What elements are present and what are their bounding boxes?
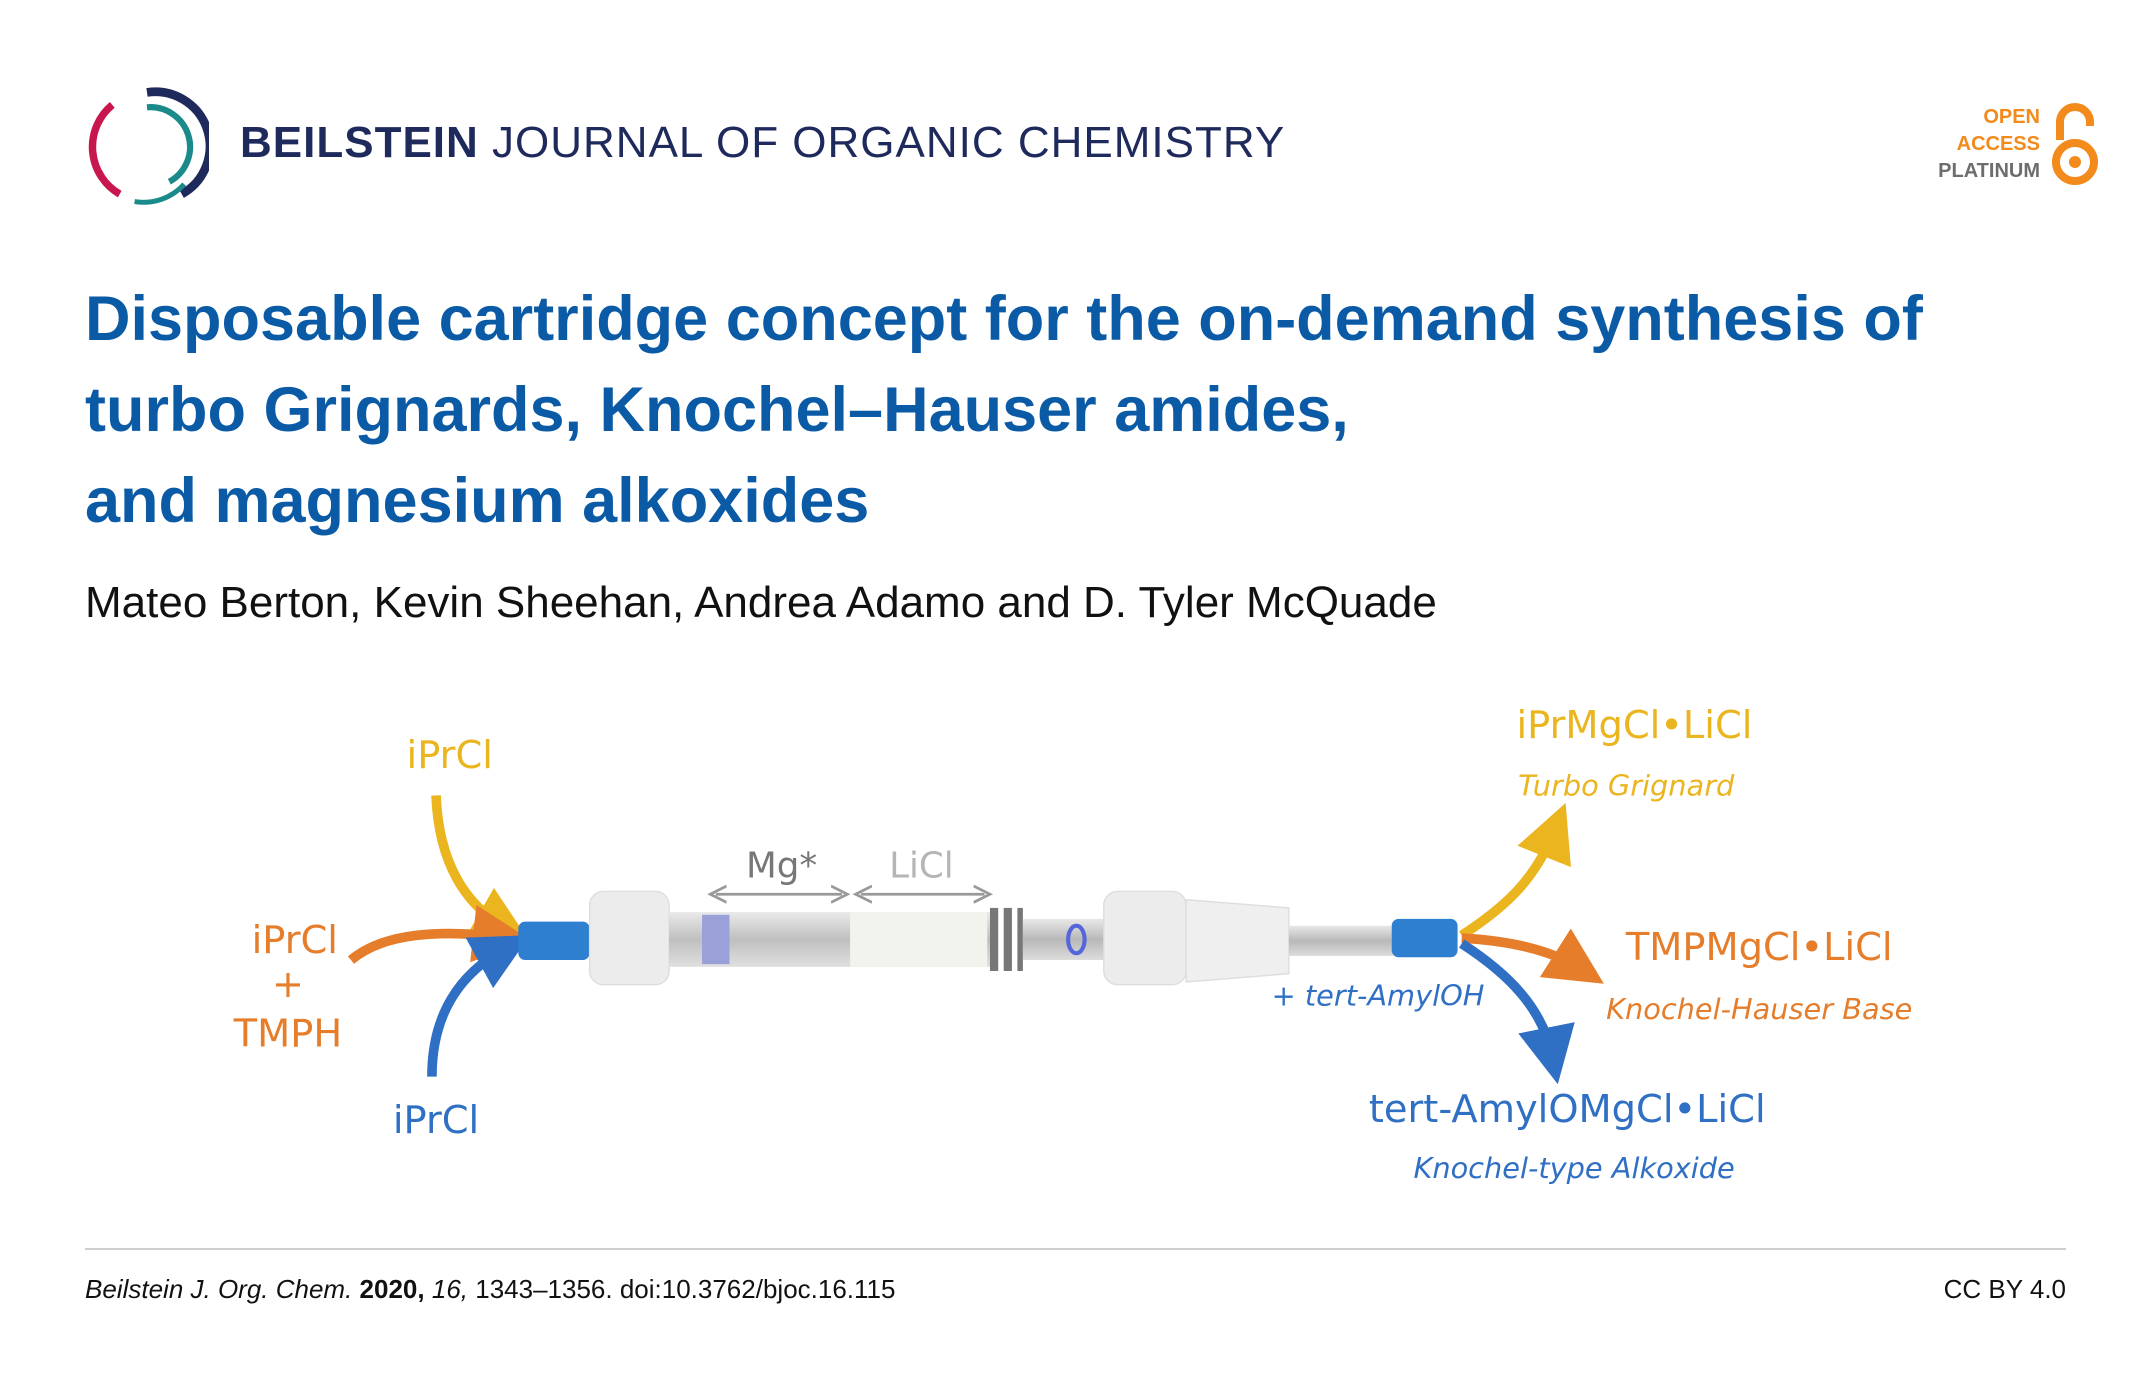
orange-output-arrow <box>1461 928 1604 984</box>
output-orange-name: Knochel-Hauser Base <box>1606 992 1912 1026</box>
input-orange-label-1: iPrCl <box>252 918 338 963</box>
citation-pages-doi[interactable]: 1343–1356. doi:10.3762/bjoc.16.115 <box>468 1274 896 1304</box>
blue-output-arrow <box>1459 939 1575 1085</box>
cartridge-licl-label: LiCl <box>889 846 954 887</box>
citation-volume: 16, <box>431 1274 469 1304</box>
oa-access: ACCESS <box>1956 133 2040 155</box>
article-title: Disposable cartridge concept for the on-… <box>85 274 2085 547</box>
beilstein-logo <box>88 87 209 205</box>
footer-divider <box>85 1248 2066 1250</box>
blue-input-arrow <box>427 935 530 1077</box>
citation: Beilstein J. Org. Chem. 2020, 16, 1343–1… <box>85 1274 895 1305</box>
yellow-output-arrow <box>1459 803 1571 940</box>
input-orange-plus: + <box>272 962 304 1007</box>
citation-journal: Beilstein J. Org. Chem. <box>85 1274 353 1304</box>
yellow-input-arrow <box>431 795 530 942</box>
output-yellow-formula: iPrMgCl•LiCl <box>1516 703 1752 748</box>
input-blue-label: iPrCl <box>393 1098 479 1143</box>
additive-label: + tert-AmylOH <box>1272 978 1485 1012</box>
title-line: and magnesium alkoxides <box>85 466 870 536</box>
title-line: Disposable cartridge concept for the on-… <box>85 284 1923 354</box>
open-lock-icon <box>2052 103 2098 185</box>
output-blue-formula: tert-AmylOMgCl•LiCl <box>1369 1087 1766 1132</box>
input-orange-label-2: TMPH <box>233 1011 343 1056</box>
journal-name-rest: JOURNAL OF ORGANIC CHEMISTRY <box>478 118 1286 167</box>
cartridge <box>518 891 1458 986</box>
oa-open: OPEN <box>1983 106 2040 128</box>
output-blue-name: Knochel-type Alkoxide <box>1413 1151 1734 1185</box>
output-yellow-name: Turbo Grignard <box>1518 768 1735 802</box>
input-yellow-label: iPrCl <box>407 733 493 778</box>
journal-name: BEILSTEIN JOURNAL OF ORGANIC CHEMISTRY <box>240 118 1285 168</box>
title-line: turbo Grignards, Knochel–Hauser amides, <box>85 375 1349 445</box>
journal-name-bold: BEILSTEIN <box>240 118 479 167</box>
orange-input-arrow <box>347 904 531 964</box>
open-access-badge: OPEN ACCESS PLATINUM <box>1938 104 2040 185</box>
authors: Mateo Berton, Kevin Sheehan, Andrea Adam… <box>85 578 1437 627</box>
oa-platinum: PLATINUM <box>1938 160 2040 182</box>
license[interactable]: CC BY 4.0 <box>1943 1274 2066 1304</box>
cartridge-mg-label: Mg* <box>746 846 817 887</box>
citation-year: 2020, <box>359 1274 425 1304</box>
output-orange-formula: TMPMgCl•LiCl <box>1625 925 1893 970</box>
